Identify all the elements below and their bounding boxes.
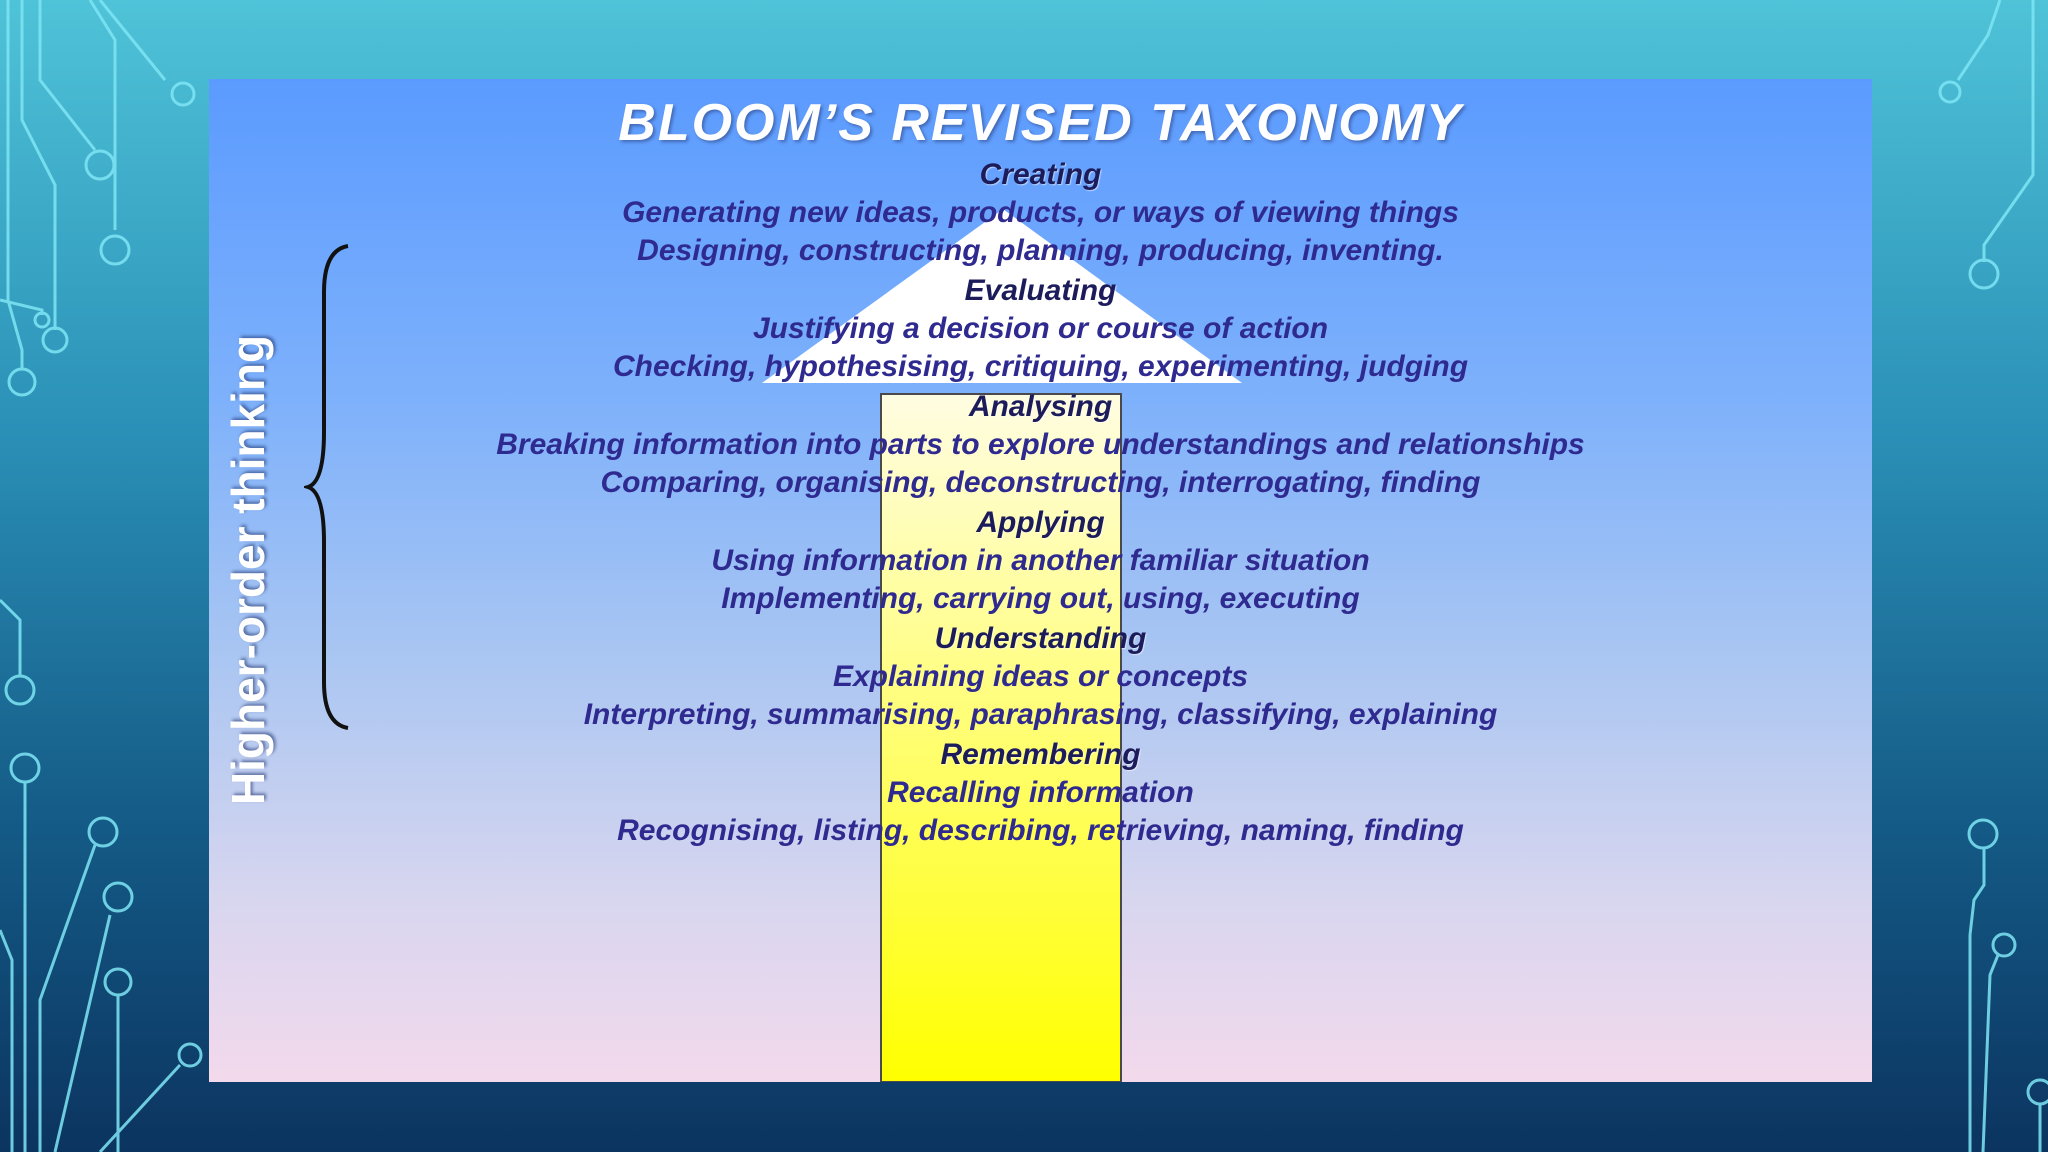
level-name: Remembering xyxy=(940,738,1141,771)
level-understanding: Understanding Explaining ideas or concep… xyxy=(209,620,1872,734)
level-verbs: Designing, constructing, planning, produ… xyxy=(637,234,1444,267)
level-description: Generating new ideas, products, or ways … xyxy=(622,196,1459,229)
level-verbs: Checking, hypothesising, critiquing, exp… xyxy=(612,350,1469,383)
level-verbs: Implementing, carrying out, using, execu… xyxy=(721,582,1360,615)
level-analysing: Analysing Breaking information into part… xyxy=(209,388,1872,502)
level-evaluating: Evaluating Justifying a decision or cour… xyxy=(209,272,1872,386)
level-description: Using information in another familiar si… xyxy=(711,544,1370,577)
circuit-decoration-right xyxy=(1938,0,2048,1152)
level-name: Applying xyxy=(976,506,1105,539)
level-description: Justifying a decision or course of actio… xyxy=(752,312,1329,345)
taxonomy-panel: BLOOM’S REVISED TAXONOMY Higher-order th… xyxy=(209,79,1872,1082)
level-name: Understanding xyxy=(934,622,1147,655)
arrow-shaft xyxy=(880,393,1122,1082)
level-description: Breaking information into parts to explo… xyxy=(496,428,1585,461)
level-verbs: Interpreting, summarising, paraphrasing,… xyxy=(583,698,1498,731)
level-verbs: Recognising, listing, describing, retrie… xyxy=(617,814,1464,847)
level-remembering: Remembering Recalling information Recogn… xyxy=(209,736,1872,850)
level-applying: Applying Using information in another fa… xyxy=(209,504,1872,618)
level-description: Recalling information xyxy=(887,776,1194,809)
level-description: Explaining ideas or concepts xyxy=(832,660,1249,693)
arrow-head xyxy=(762,209,1242,383)
curly-brace xyxy=(304,244,349,730)
level-creating: Creating Generating new ideas, products,… xyxy=(209,156,1872,270)
diagram-title: BLOOM’S REVISED TAXONOMY xyxy=(618,94,1463,152)
circuit-decoration-left xyxy=(0,0,203,1152)
arrow-diagram xyxy=(762,209,1242,1082)
level-verbs: Comparing, organising, deconstructing, i… xyxy=(600,466,1481,499)
level-name: Evaluating xyxy=(964,274,1117,307)
level-name: Creating xyxy=(979,158,1102,191)
level-name: Analysing xyxy=(968,390,1113,423)
